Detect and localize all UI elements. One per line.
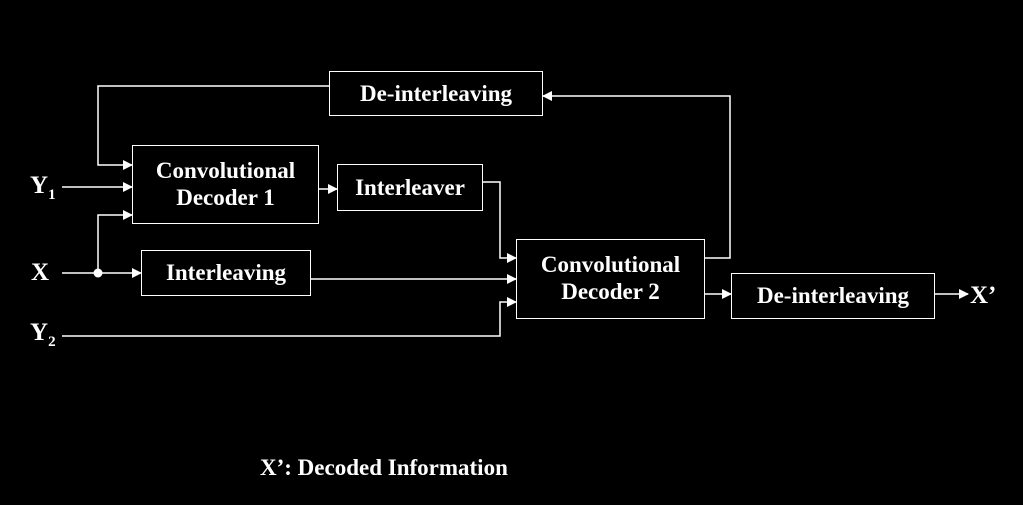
wire-y2-to-decoder2 xyxy=(62,297,517,337)
interleaving-label: Interleaving xyxy=(165,260,287,286)
deinterleaving-feedback-label: De-interleaving xyxy=(359,80,512,106)
wire-x-to-decoder1 xyxy=(97,210,133,273)
interleaver-label: Interleaver xyxy=(355,174,465,200)
signal-y1-base: Y xyxy=(30,172,49,199)
convolutional-decoder-2-block: Convolutional Decoder 2 xyxy=(516,239,705,319)
caption: X’: Decoded Information xyxy=(260,455,508,480)
junction-dot xyxy=(93,268,103,278)
deinterleaving-output-label: De-interleaving xyxy=(756,283,909,309)
signal-x-prime-label: X’ xyxy=(970,282,997,309)
wire-interleaver-to-decoder2 xyxy=(483,181,517,263)
signal-y2-subscript: 2 xyxy=(48,334,56,350)
decoder2-label-line1: Convolutional xyxy=(540,252,681,278)
wire-feedback-to-decoder1 xyxy=(97,85,329,170)
wire-decoder2-to-feedback xyxy=(542,91,731,259)
signal-y2-base: Y xyxy=(30,319,49,346)
decoder2-label-line2: Decoder 2 xyxy=(561,279,660,304)
interleaver-block: Interleaver xyxy=(337,164,483,211)
deinterleaving-output-block: De-interleaving xyxy=(731,273,935,319)
convolutional-decoder-1-block: Convolutional Decoder 1 xyxy=(132,145,319,224)
decoder1-label-line2: Decoder 1 xyxy=(176,184,275,210)
signal-x-label: X xyxy=(31,259,50,286)
interleaving-block: Interleaving xyxy=(141,250,311,296)
deinterleaving-feedback-block: De-interleaving xyxy=(329,71,543,116)
decoder1-label-line1: Convolutional xyxy=(155,157,296,183)
signal-y2-label: Y2 xyxy=(30,320,56,350)
signal-y1-label: Y1 xyxy=(30,173,56,203)
signal-y1-subscript: 1 xyxy=(48,187,56,203)
